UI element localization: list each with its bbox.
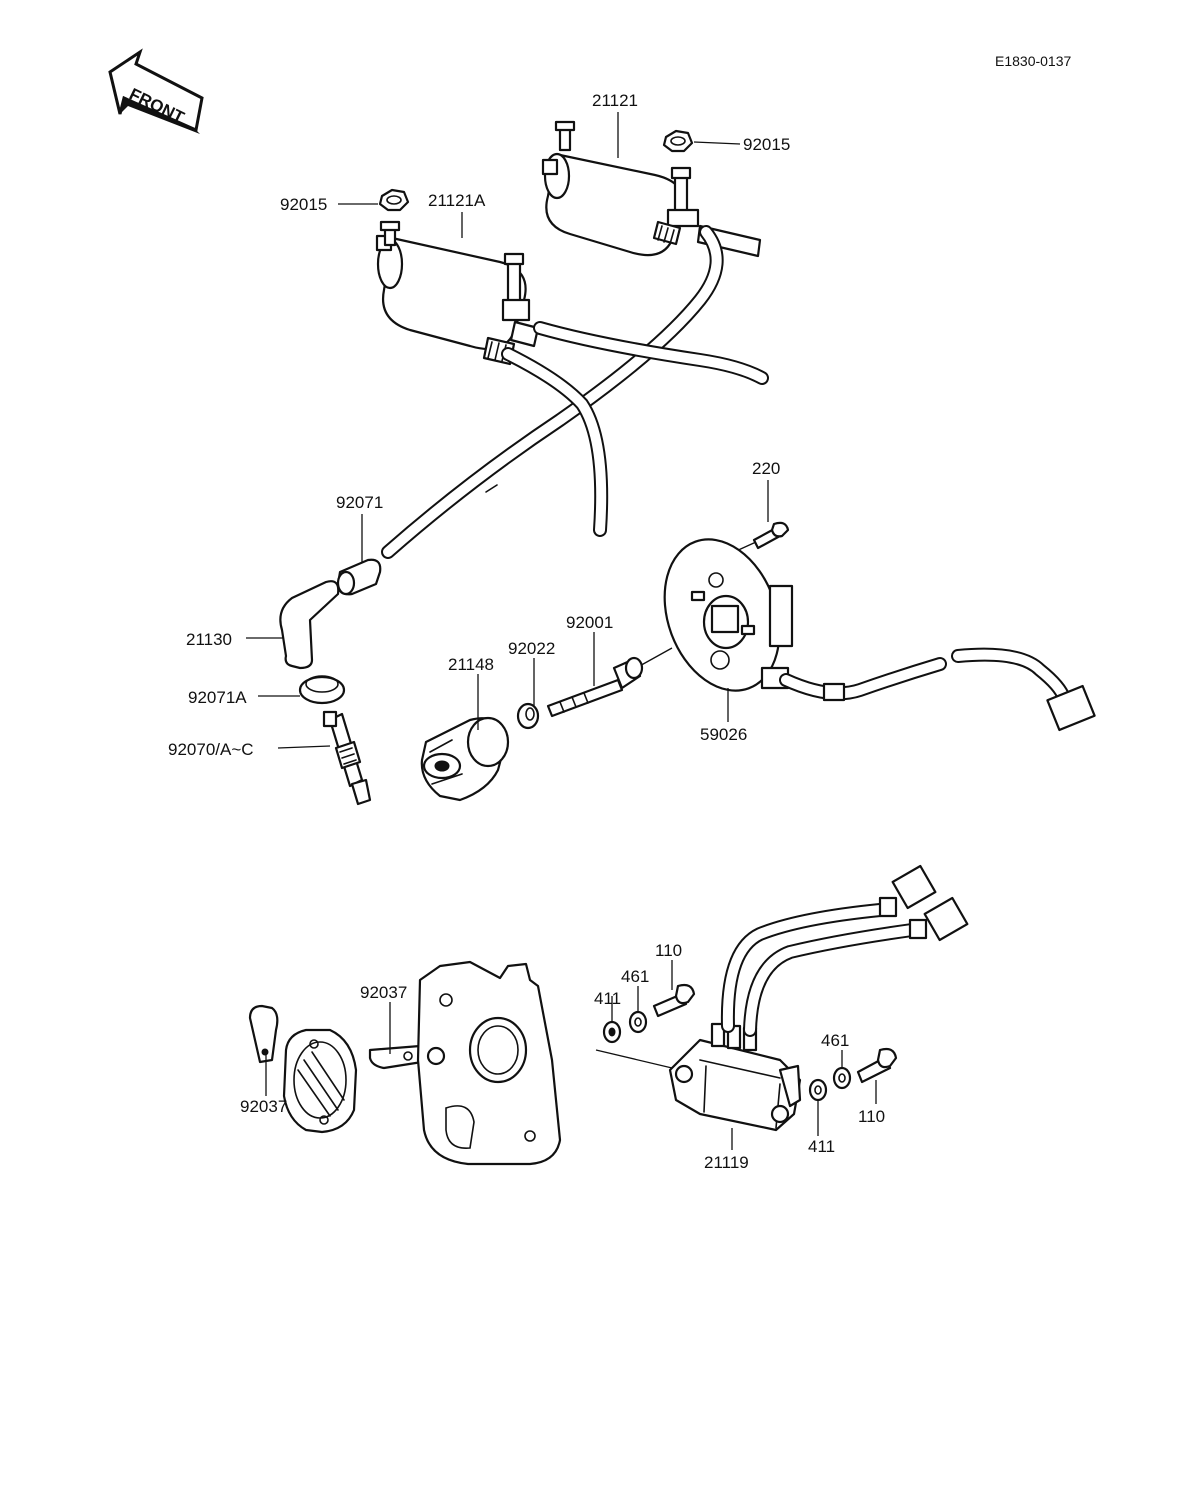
washer-92022: [516, 702, 540, 730]
pickup-cover-gasket: [282, 1028, 358, 1134]
timing-advancer-21148: [420, 716, 510, 802]
callout-21121a: 21121A: [428, 191, 486, 210]
washer-461-right: [832, 1066, 852, 1090]
callout-92015-left: 92015: [280, 195, 327, 214]
clamp-92037-right: [368, 1044, 424, 1070]
clamp-92037-left: [248, 1004, 279, 1064]
bolt-110-top: [652, 983, 696, 1018]
spark-plug-92070: [322, 710, 372, 806]
callout-461-right: 461: [821, 1031, 849, 1050]
callout-21119: 21119: [704, 1153, 749, 1172]
callout-92071a: 92071A: [188, 688, 247, 707]
callout-461-top: 461: [621, 967, 649, 986]
document-code: E1830-0137: [995, 53, 1072, 69]
suppressor-cap-92071: [336, 558, 382, 596]
engine-side-cover: [416, 960, 562, 1166]
callout-92037-bottom: 92037: [240, 1097, 287, 1116]
callout-21130: 21130: [186, 630, 232, 649]
leader-lines: [246, 112, 877, 1150]
pickup-coil-plate-59026: [663, 538, 794, 692]
nut-92015-left: [378, 188, 410, 212]
high-tension-leads: [381, 225, 769, 559]
callout-21148: 21148: [448, 655, 494, 674]
callout-411-top: 411: [594, 989, 621, 1008]
callout-92070: 92070/A~C: [168, 740, 254, 759]
ignition-coil-rear: [541, 120, 762, 258]
washer-411-top: [602, 1020, 622, 1044]
bolt-220: [752, 521, 790, 550]
callout-59026: 59026: [700, 725, 747, 744]
ignition-coil-front: [375, 220, 540, 366]
callout-21121: 21121: [592, 91, 638, 110]
bolt-92001: [546, 656, 644, 718]
regulator-rectifier-21119: [668, 1022, 802, 1132]
callout-110-top: 110: [655, 941, 682, 960]
washer-461-top: [628, 1010, 648, 1034]
callout-92001: 92001: [566, 613, 613, 632]
pickup-harness: [779, 647, 1096, 732]
plug-cap-21130: [279, 580, 340, 670]
callout-411-bottom: 411: [808, 1137, 835, 1156]
washer-411-right: [808, 1078, 828, 1102]
regulator-harness: [720, 864, 969, 1037]
nut-92015-right: [662, 129, 694, 153]
callout-labels: 21121 92015 92015 21121A 220 92071 21130…: [168, 91, 885, 1172]
callout-110-right: 110: [858, 1107, 885, 1126]
callout-92022: 92022: [508, 639, 555, 658]
front-arrow-icon: FRONT: [108, 48, 204, 134]
seal-92071a: [298, 675, 346, 705]
callout-92015-top: 92015: [743, 135, 790, 154]
callout-220: 220: [752, 459, 780, 478]
callout-92071: 92071: [336, 493, 383, 512]
callout-92037-top: 92037: [360, 983, 407, 1002]
bolt-110-right: [856, 1047, 898, 1084]
